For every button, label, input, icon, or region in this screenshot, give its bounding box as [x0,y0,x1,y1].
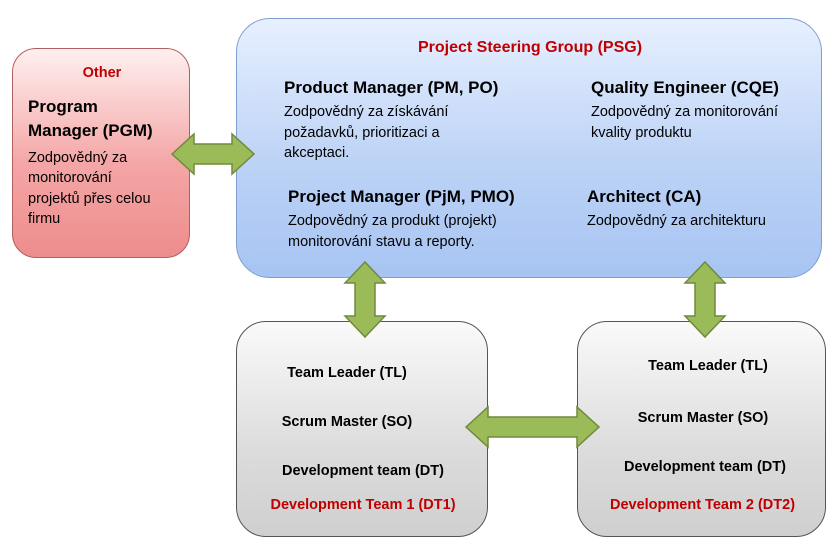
role-desc-line: Zodpovědný za monitorování [591,104,778,120]
role-quality-engineer: Quality Engineer (CQE) [591,78,779,97]
team1-box: Team Leader (TL) Scrum Master (SO) Devel… [236,321,488,537]
psg-box: Project Steering Group (PSG) Product Man… [236,18,822,278]
team-member: Development team (DT) [624,459,786,475]
role-desc-line: monitorování stavu a reporty. [288,234,475,250]
pgm-desc-line: monitorování [28,170,112,186]
arrow-other-psg [170,132,256,176]
psg-title: Project Steering Group (PSG) [417,39,643,56]
team-member: Development team (DT) [282,463,444,479]
role-desc-line: Zodpovědný za získávání [284,104,449,120]
pgm-desc-line: projektů přes celou [28,191,151,207]
arrow-psg-team2 [683,260,727,339]
other-box: Other Program Manager (PGM) Zodpovědný z… [12,48,190,258]
team-member: Scrum Master (SO) [637,410,769,426]
role-desc-line: Zodpovědný za produkt (projekt) [288,213,497,229]
role-desc-line: kvality produktu [591,125,692,141]
role-desc-line: Zodpovědný za architekturu [587,213,766,229]
role-product-manager: Product Manager (PM, PO) [284,78,499,97]
arrow-psg-team1 [343,260,387,339]
pgm-name-line1: Program [28,97,98,116]
other-title: Other [82,65,122,81]
role-desc-line: požadavků, prioritizaci a [284,125,440,141]
team-member: Scrum Master (SO) [281,414,413,430]
team1-label: Development Team 1 (DT1) [270,497,456,513]
team-member: Team Leader (TL) [287,365,407,381]
pgm-name-line2: Manager (PGM) [28,121,153,140]
pgm-desc-line: firmu [28,211,61,227]
role-desc-line: akceptaci. [284,145,350,161]
team2-label: Development Team 2 (DT2) [609,497,796,513]
team-member: Team Leader (TL) [648,358,768,374]
arrow-team1-team2 [464,405,601,449]
team2-box: Team Leader (TL) Scrum Master (SO) Devel… [577,321,826,537]
pgm-desc-line: Zodpovědný za [28,150,128,166]
role-project-manager: Project Manager (PjM, PMO) [288,187,515,206]
role-architect: Architect (CA) [587,187,702,206]
